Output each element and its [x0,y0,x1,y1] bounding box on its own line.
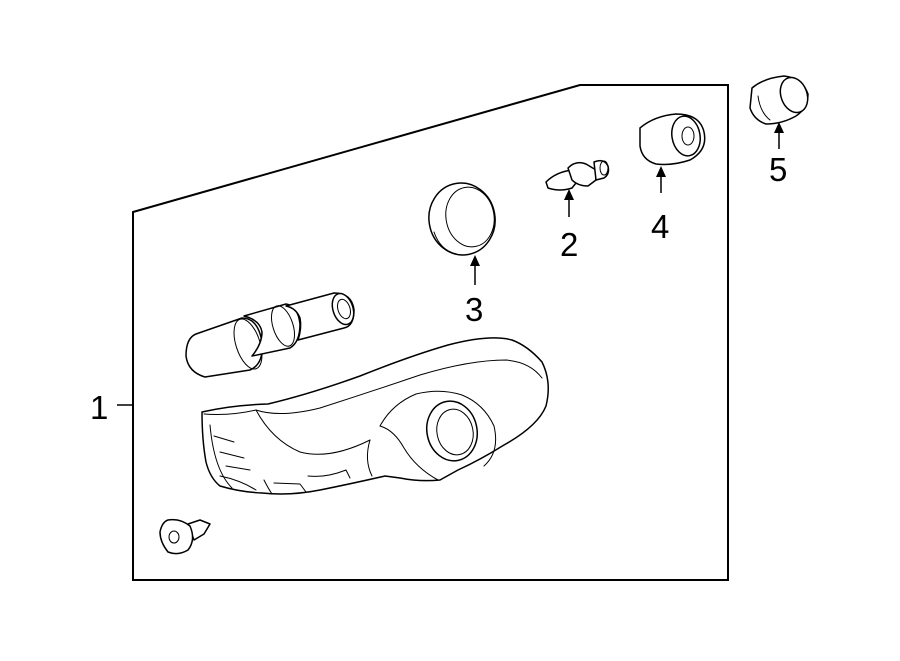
callout-4-label: 4 [651,208,669,245]
callout-2: 2 [560,189,578,263]
sensor-screw [159,518,211,555]
valve-cap-part-5 [749,75,809,125]
callout-4-arrowhead [656,166,666,177]
valve-stem [185,292,355,378]
callout-3: 3 [465,255,483,328]
callout-1-label: 1 [90,389,108,426]
grommet-part-3 [428,182,496,256]
callout-2-arrowhead [564,189,574,200]
valve-nut-part-4 [639,113,706,166]
callout-1: 1 [90,389,133,426]
callout-3-arrowhead [470,255,480,266]
callout-3-label: 3 [465,291,483,328]
callout-5-arrowhead [774,122,784,133]
kit-boundary-panel [132,84,729,581]
callout-4: 4 [651,166,669,245]
tpms-sensor [201,337,549,495]
callout-2-label: 2 [560,226,578,263]
callout-5-label: 5 [769,151,787,188]
callout-5: 5 [769,122,787,188]
valve-core-part-2 [545,159,610,191]
